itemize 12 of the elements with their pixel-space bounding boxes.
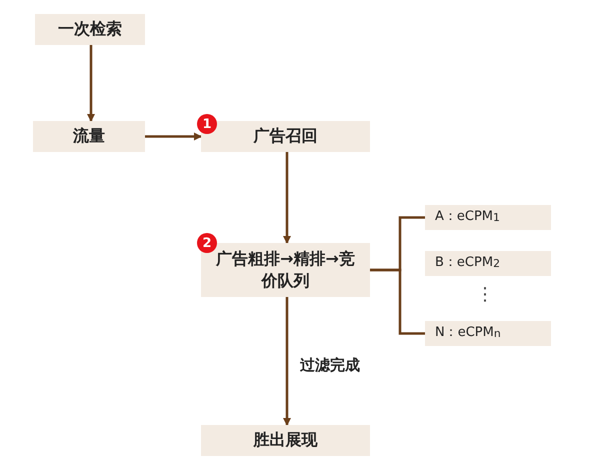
process-box: 一次检索 <box>35 14 145 45</box>
callout-number: 2 <box>197 233 217 253</box>
arrow <box>145 132 202 140</box>
connector-line <box>370 268 425 335</box>
process-box: 流量 <box>33 121 145 152</box>
ellipsis-mark: ⋮ <box>476 286 494 304</box>
arrow <box>87 45 95 122</box>
arrow <box>283 297 291 426</box>
process-box: 胜出展现 <box>201 425 370 456</box>
arrow <box>283 152 291 244</box>
callout-number: 1 <box>197 114 217 134</box>
edge-label: 过滤完成 <box>298 356 362 375</box>
